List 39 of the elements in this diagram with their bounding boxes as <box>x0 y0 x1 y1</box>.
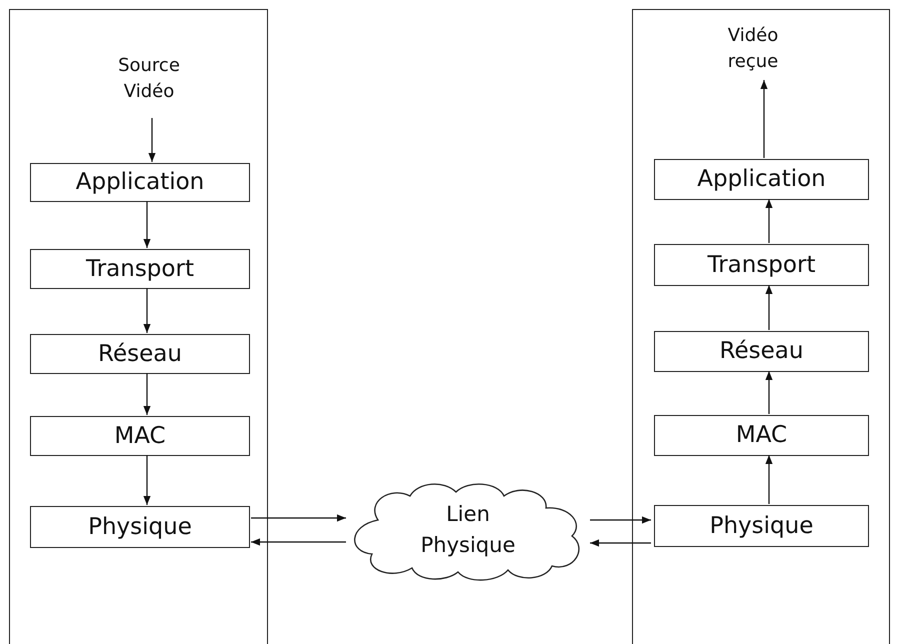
layer-box <box>654 415 869 456</box>
arrow <box>148 118 156 162</box>
arrow <box>765 199 773 243</box>
layer-box <box>654 159 869 200</box>
arrow <box>765 371 773 414</box>
arrow <box>143 201 151 248</box>
layer-label: Transport <box>86 256 194 282</box>
layer-box <box>30 506 250 548</box>
arrow <box>590 516 651 524</box>
arrow <box>765 455 773 504</box>
layer-label: MAC <box>736 422 788 449</box>
layer-box <box>654 244 869 286</box>
layer-label: Physique <box>710 512 814 540</box>
layer-box <box>654 505 869 547</box>
panel <box>9 9 268 644</box>
layer-label: Transport <box>708 252 816 278</box>
arrow <box>760 80 768 158</box>
layer-label: MAC <box>114 422 166 450</box>
arrow <box>251 514 346 522</box>
layer-label: Application <box>76 169 204 196</box>
arrow <box>143 455 151 505</box>
arrow <box>251 538 346 546</box>
layer-label: Réseau <box>720 338 804 365</box>
arrow <box>590 539 651 547</box>
layer-box <box>30 416 250 456</box>
layer-box <box>30 163 250 202</box>
cloud-label: Lien Physique <box>420 500 516 559</box>
arrow <box>143 288 151 333</box>
arrow <box>765 285 773 330</box>
layer-box <box>30 249 250 289</box>
stream-label: Vidéo reçue <box>726 24 780 74</box>
panel <box>632 9 890 644</box>
stream-label: Source Vidéo <box>117 54 181 104</box>
arrow <box>143 373 151 415</box>
layer-box <box>30 334 250 374</box>
layer-box <box>654 331 869 372</box>
layer-label: Réseau <box>98 340 182 368</box>
layer-label: Physique <box>88 514 192 540</box>
layer-label: Application <box>697 166 826 193</box>
